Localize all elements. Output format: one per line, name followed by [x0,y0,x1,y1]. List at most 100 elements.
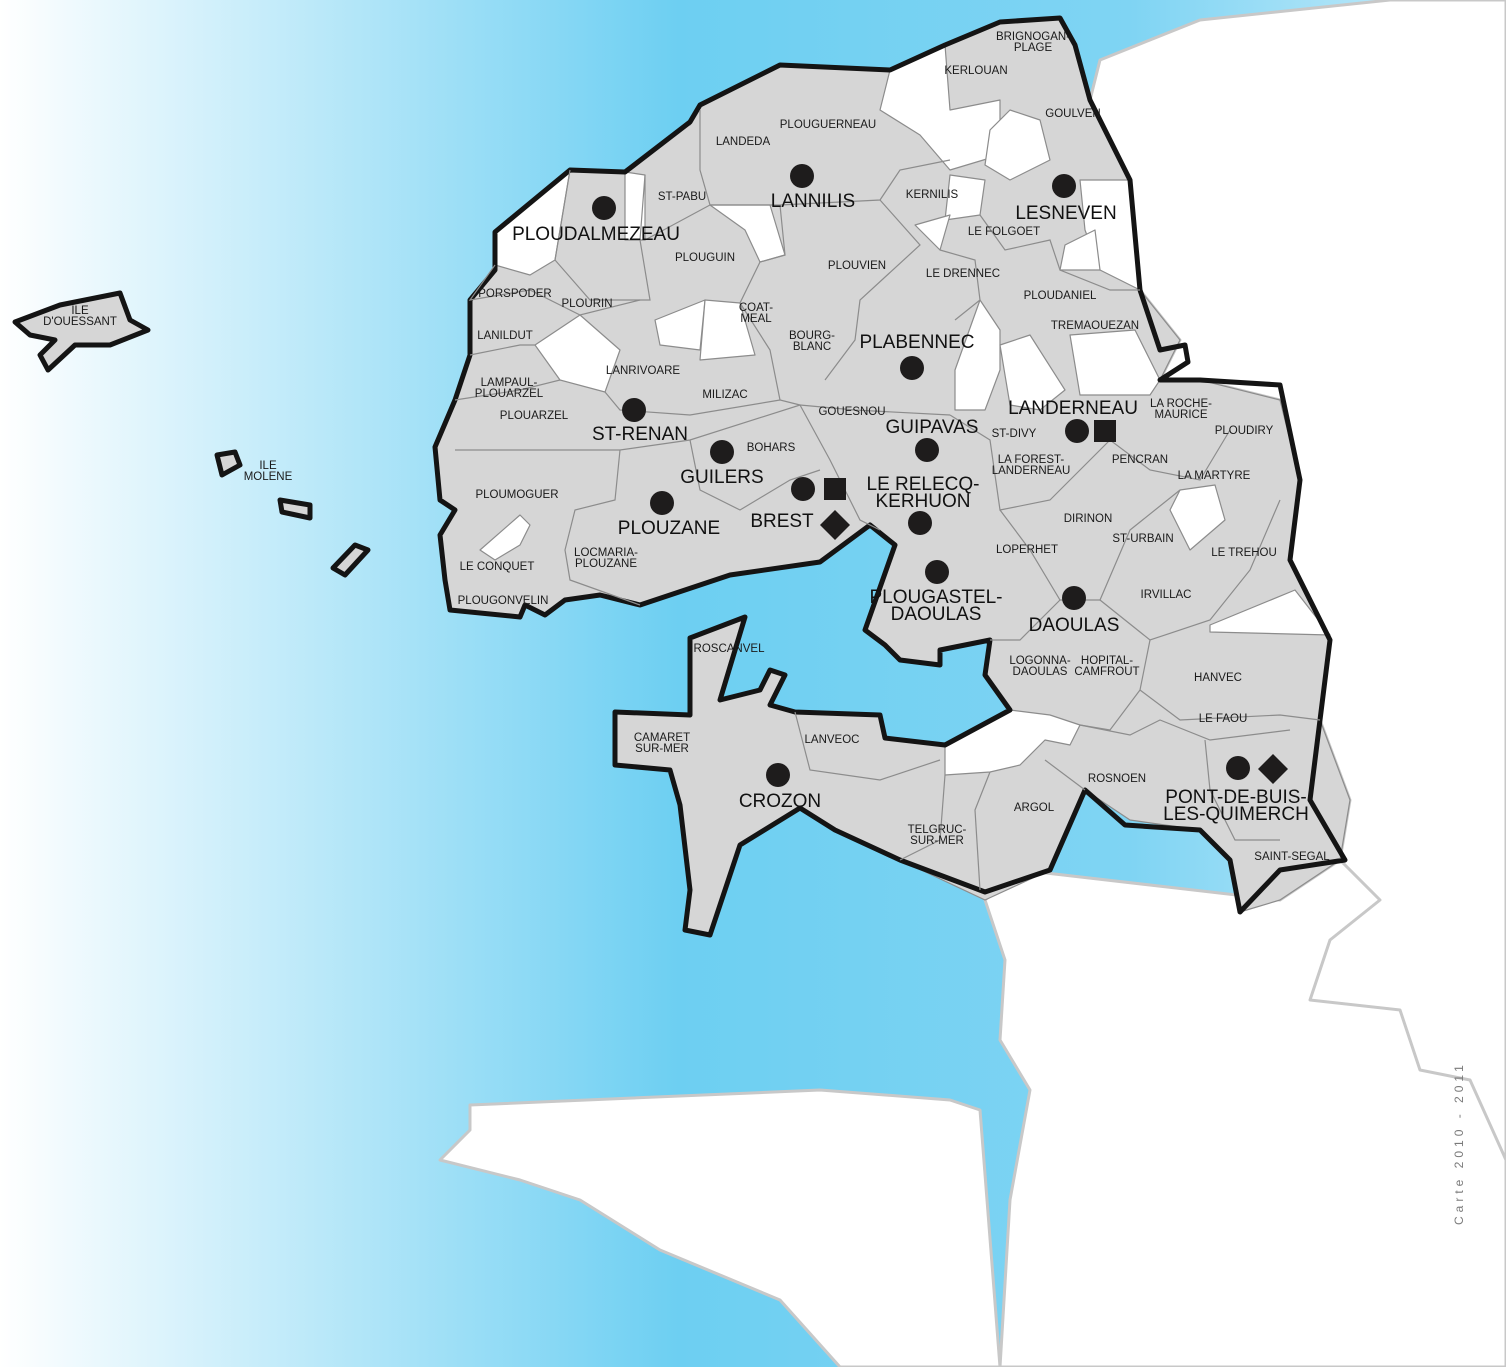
marker-guipavas [915,438,939,462]
commune-label: SAINT-SEGAL [1254,851,1330,863]
commune-label: LANVEOC [805,734,860,746]
commune-label: PLOUDANIEL [1024,290,1097,302]
ile-molene-shape-2 [277,497,313,521]
commune-label: BRIGNOGAN-PLAGE [996,31,1070,54]
marker-plougastel [925,560,949,584]
commune-label: LANNILIS [771,191,855,212]
commune-label: LE RELECQ-KERHUON [867,474,980,512]
commune-label: ST-PABU [658,191,706,203]
zone-white-6 [699,299,756,361]
commune-label: PLOUDIRY [1215,425,1274,437]
zone-white-15 [1069,329,1161,396]
commune-label: LAMPAUL-PLOUARZEL [475,377,544,400]
commune-label: PLOUVIEN [828,260,886,272]
commune-label: ARGOL [1014,802,1055,814]
commune-label: GUIPAVAS [886,417,979,438]
commune-label: HANVEC [1194,672,1242,684]
commune-label: CROZON [739,791,821,812]
commune-label: ST-RENAN [592,424,688,445]
commune-label: IRVILLAC [1141,589,1192,601]
zone-white-16 [1169,484,1226,551]
commune-label: LANDEDA [716,136,771,148]
marker-landerneau-square [1094,420,1116,442]
marker-pont-de-buis [1226,756,1250,780]
commune-label: LE CONQUET [460,561,535,573]
commune-label: BOURG-BLANC [789,330,835,353]
commune-label: KERNILIS [906,189,959,201]
commune-label: PLABENNEC [859,332,974,353]
marker-plabennec [900,356,924,380]
ile-molene-shape-1 [214,449,243,478]
commune-label: LOPERHET [996,544,1058,556]
commune-label: DIRINON [1064,513,1113,525]
zone-white-4 [534,314,621,393]
commune-label: PLOUARZEL [500,410,569,422]
commune-label: LA ROCHE-MAURICE [1150,398,1212,421]
zone-white-11 [1079,179,1141,291]
commune-label: DAOULAS [1029,615,1120,636]
marker-lesneven [1052,174,1076,198]
marker-crozon [766,763,790,787]
commune-label: COAT-MEAL [739,302,773,325]
commune-label: ROSNOEN [1088,773,1146,785]
territory-outline [432,15,1348,938]
marker-landerneau [1065,419,1089,443]
commune-label: PLOURIN [561,298,612,310]
commune-label: GOUESNOU [818,406,885,418]
commune-label: PENCRAN [1112,454,1168,466]
marker-brest-square [824,478,846,500]
commune-label: KERLOUAN [944,65,1007,77]
commune-label: PLOUZANE [618,518,720,539]
commune-label: PLOUMOGUER [475,489,558,501]
crozon-south-land [438,1088,1002,1367]
commune-label: LE FOLGOET [968,226,1040,238]
commune-label: LANRIVOARE [606,365,680,377]
commune-label: PLOUGUERNEAU [780,119,877,131]
commune-label: LE FAOU [1199,713,1248,725]
commune-label: PLOUGONVELIN [458,595,549,607]
zone-white-17 [479,514,531,561]
commune-label: LANILDUT [477,330,533,342]
commune-label: PLOUDALMEZEAU [512,224,680,245]
marker-brest [791,477,815,501]
ile-molene-shape-3 [330,542,371,578]
commune-label: LE TREHOU [1211,547,1277,559]
zone-white-12 [1059,229,1101,271]
commune-label: TELGRUC-SUR-MER [908,824,967,847]
commune-label: MILIZAC [702,389,747,401]
marker-brest-diamond [820,510,850,540]
commune-label: PLOUGUIN [675,252,735,264]
commune-label: PLOUGASTEL-DAOULAS [869,587,1002,625]
commune-label: PORSPODER [478,288,552,300]
marker-le-relecq [908,511,932,535]
commune-label: LANDERNEAU [1008,398,1138,419]
marker-lannilis [790,164,814,188]
commune-label: LA FOREST-LANDERNEAU [992,454,1071,477]
commune-label: BREST [750,511,814,532]
marker-pont-de-buis-diamond [1258,754,1288,784]
commune-label: BOHARS [747,442,796,454]
markers [592,164,1288,787]
map-credit: Carte 2010 - 2011 [1452,1061,1472,1225]
commune-label: LOGONNA-DAOULAS [1009,655,1071,678]
zone-white-19 [944,709,1081,776]
commune-labels: BRIGNOGAN-PLAGE KERLOUAN GOULVEN PLOUGUERNE… [43,31,1330,863]
commune-label: ST-DIVY [992,428,1037,440]
commune-label: ST-URBAIN [1112,533,1173,545]
commune-boundaries [454,110,1321,891]
commune-label: LOCMARIA-PLOUZANE [574,547,638,570]
commune-label: HOPITAL-CAMFROUT [1074,655,1139,678]
zone-white-13 [954,299,1001,411]
zone-white-14 [999,334,1066,411]
marker-ploudalmezeau [592,196,616,220]
land-east-border [1308,858,1506,1161]
marker-guilers [710,440,734,464]
commune-label: LE DRENNEC [926,268,1000,280]
zone-white-10 [914,214,951,251]
commune-label: TREMAOUEZAN [1051,320,1139,332]
commune-label: GOULVEN [1045,108,1100,120]
